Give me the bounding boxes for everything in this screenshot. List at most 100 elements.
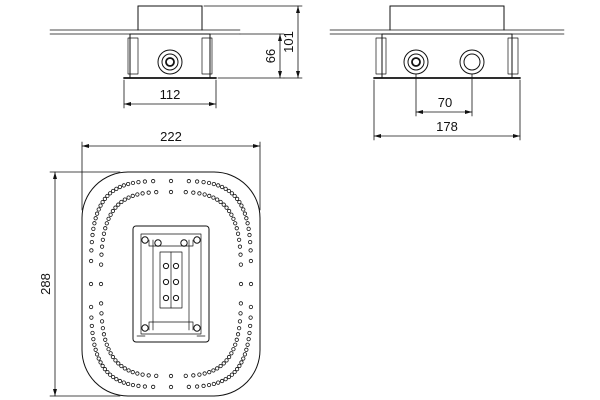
perforation-dot xyxy=(195,179,200,184)
perforation-dot xyxy=(186,179,191,184)
dim-66-label: 66 xyxy=(263,49,278,63)
perforation-dot xyxy=(111,374,116,380)
perforation-dot xyxy=(232,369,237,375)
mounting-hole-bottom-right xyxy=(193,324,201,332)
side-left-port-mid xyxy=(407,53,425,71)
perforation-dot xyxy=(235,367,240,372)
perforation-dot xyxy=(238,301,243,306)
dim-70-arrow-right xyxy=(465,110,472,114)
perforation-dot xyxy=(238,311,243,316)
perforation-dot xyxy=(244,347,249,352)
perforation-dot xyxy=(88,281,94,287)
dim-66-arrow-top xyxy=(278,34,282,41)
perforation-dot xyxy=(207,193,212,198)
perforation-dot xyxy=(146,190,151,195)
mounting-hole-top-left xyxy=(141,236,149,244)
perforation-dot xyxy=(221,202,226,207)
perforation-dot xyxy=(248,323,253,329)
perforation-dot xyxy=(238,252,243,257)
dim-288-arrow-top xyxy=(53,172,57,179)
perforation-ring-outer xyxy=(88,178,254,390)
mounting-screw-4 xyxy=(172,278,180,286)
dim-222-arrow-right xyxy=(253,144,260,148)
dim-112-arrow-right xyxy=(209,102,216,106)
dim-112-arrow-left xyxy=(124,102,131,106)
side-right-port-inner xyxy=(463,53,481,71)
perforation-dot xyxy=(126,381,131,387)
perforation-dot xyxy=(245,342,250,347)
perforation-dot xyxy=(121,183,126,188)
perforation-dot xyxy=(239,360,244,365)
perforation-dot xyxy=(100,199,105,205)
perforation-dot xyxy=(206,180,212,186)
perforation-dot xyxy=(245,221,250,226)
perforation-dot xyxy=(227,354,232,360)
perforation-dot xyxy=(215,197,220,202)
mounting-screw-3 xyxy=(162,278,170,286)
perforation-dot xyxy=(98,360,103,365)
perforation-dot xyxy=(89,315,94,320)
perforation-dot xyxy=(100,326,105,331)
perforation-dot xyxy=(183,373,188,378)
perforation-dot xyxy=(201,383,206,389)
front-body xyxy=(129,33,211,79)
perforation-dot xyxy=(223,377,228,382)
perforation-dot xyxy=(89,239,94,245)
perforation-dot xyxy=(90,330,95,336)
mounting-screw-2 xyxy=(172,262,180,270)
perforation-dot xyxy=(105,193,110,199)
front-port-outer xyxy=(157,49,183,75)
perforation-dot xyxy=(140,372,145,377)
perforation-dot xyxy=(191,190,196,195)
perforation-dot xyxy=(237,363,242,369)
dim-178-arrow-left xyxy=(374,134,381,138)
side-left-port xyxy=(403,49,429,75)
perforation-dot xyxy=(248,315,253,320)
perforation-dot xyxy=(186,384,191,389)
perforation-dot xyxy=(218,199,223,205)
perforation-dot xyxy=(221,361,226,366)
perforation-dot xyxy=(216,380,221,385)
perforation-dot xyxy=(126,368,131,373)
perforation-dot xyxy=(224,205,229,210)
perforation-dot xyxy=(195,384,200,389)
perforation-dot xyxy=(99,244,105,249)
perforation-dot xyxy=(130,370,135,375)
perforation-dot xyxy=(241,356,246,361)
perforation-dot xyxy=(142,179,147,184)
perforation-dot xyxy=(229,351,234,356)
perforation-dot xyxy=(93,216,98,221)
perforation-dot xyxy=(103,226,108,231)
perforation-dot xyxy=(126,195,131,200)
perforation-dot xyxy=(234,226,239,231)
perforation-dot xyxy=(235,332,241,337)
perforation-dot xyxy=(121,380,126,385)
perforation-dot xyxy=(94,352,100,357)
perforation-dot xyxy=(99,311,104,316)
perforation-dot xyxy=(234,337,239,342)
perforation-dot xyxy=(215,366,220,371)
perforation-dot xyxy=(99,252,104,257)
perforation-dot xyxy=(246,337,251,342)
perforation-dot xyxy=(211,381,216,387)
perforation-dot xyxy=(101,332,107,337)
mounting-hole-top-mid-left xyxy=(154,239,162,247)
perforation-dot xyxy=(100,237,105,242)
mounting-screw-6 xyxy=(172,294,180,302)
front-port-inner xyxy=(165,57,175,67)
perforation-dot xyxy=(146,373,151,378)
perforation-dot xyxy=(168,189,174,195)
perforation-dot xyxy=(101,231,107,236)
perforation-dot xyxy=(211,368,216,373)
perforation-dot xyxy=(226,188,231,194)
front-right-bracket xyxy=(201,37,213,75)
perforation-dot xyxy=(248,281,254,287)
perforation-dot xyxy=(108,212,113,217)
perforation-dot xyxy=(154,373,159,378)
perforation-dot xyxy=(229,212,234,217)
perforation-dot xyxy=(232,193,237,199)
perforation-dot xyxy=(89,248,94,253)
front-view: 112 66 101 xyxy=(49,5,303,109)
dim-101-arrow-bottom xyxy=(296,71,300,78)
side-left-port-inner xyxy=(411,57,421,67)
